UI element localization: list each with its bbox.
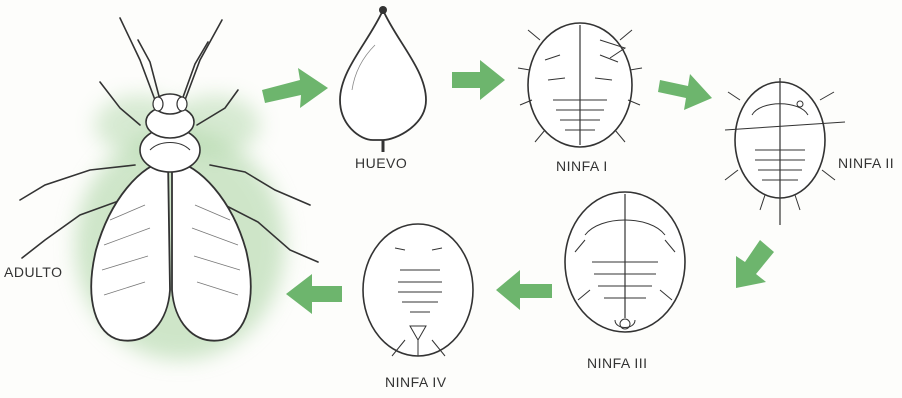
nymph-4-illustration (363, 224, 473, 356)
nymph-1-illustration (518, 23, 642, 147)
label-ninfa-2: NINFA II (838, 155, 894, 171)
label-huevo: HUEVO (355, 155, 407, 171)
adult-whitefly-illustration (20, 18, 318, 360)
arrow-nymph1-to-nymph2 (658, 74, 712, 110)
nymph-2-illustration (725, 78, 845, 225)
arrow-adult-to-egg (262, 68, 328, 108)
label-ninfa-3: NINFA III (587, 355, 648, 371)
egg-illustration (340, 6, 426, 152)
nymph-3-illustration (565, 192, 685, 332)
stage-arrows (262, 60, 774, 314)
arrow-nymph3-to-nymph4 (496, 270, 552, 310)
arrow-nymph2-to-nymph3 (736, 240, 774, 288)
arrow-nymph4-to-adult (286, 274, 342, 314)
arrow-egg-to-nymph1 (452, 60, 505, 100)
label-ninfa-1: NINFA I (556, 158, 608, 174)
label-ninfa-4: NINFA IV (385, 374, 447, 390)
label-adulto: ADULTO (4, 264, 63, 280)
